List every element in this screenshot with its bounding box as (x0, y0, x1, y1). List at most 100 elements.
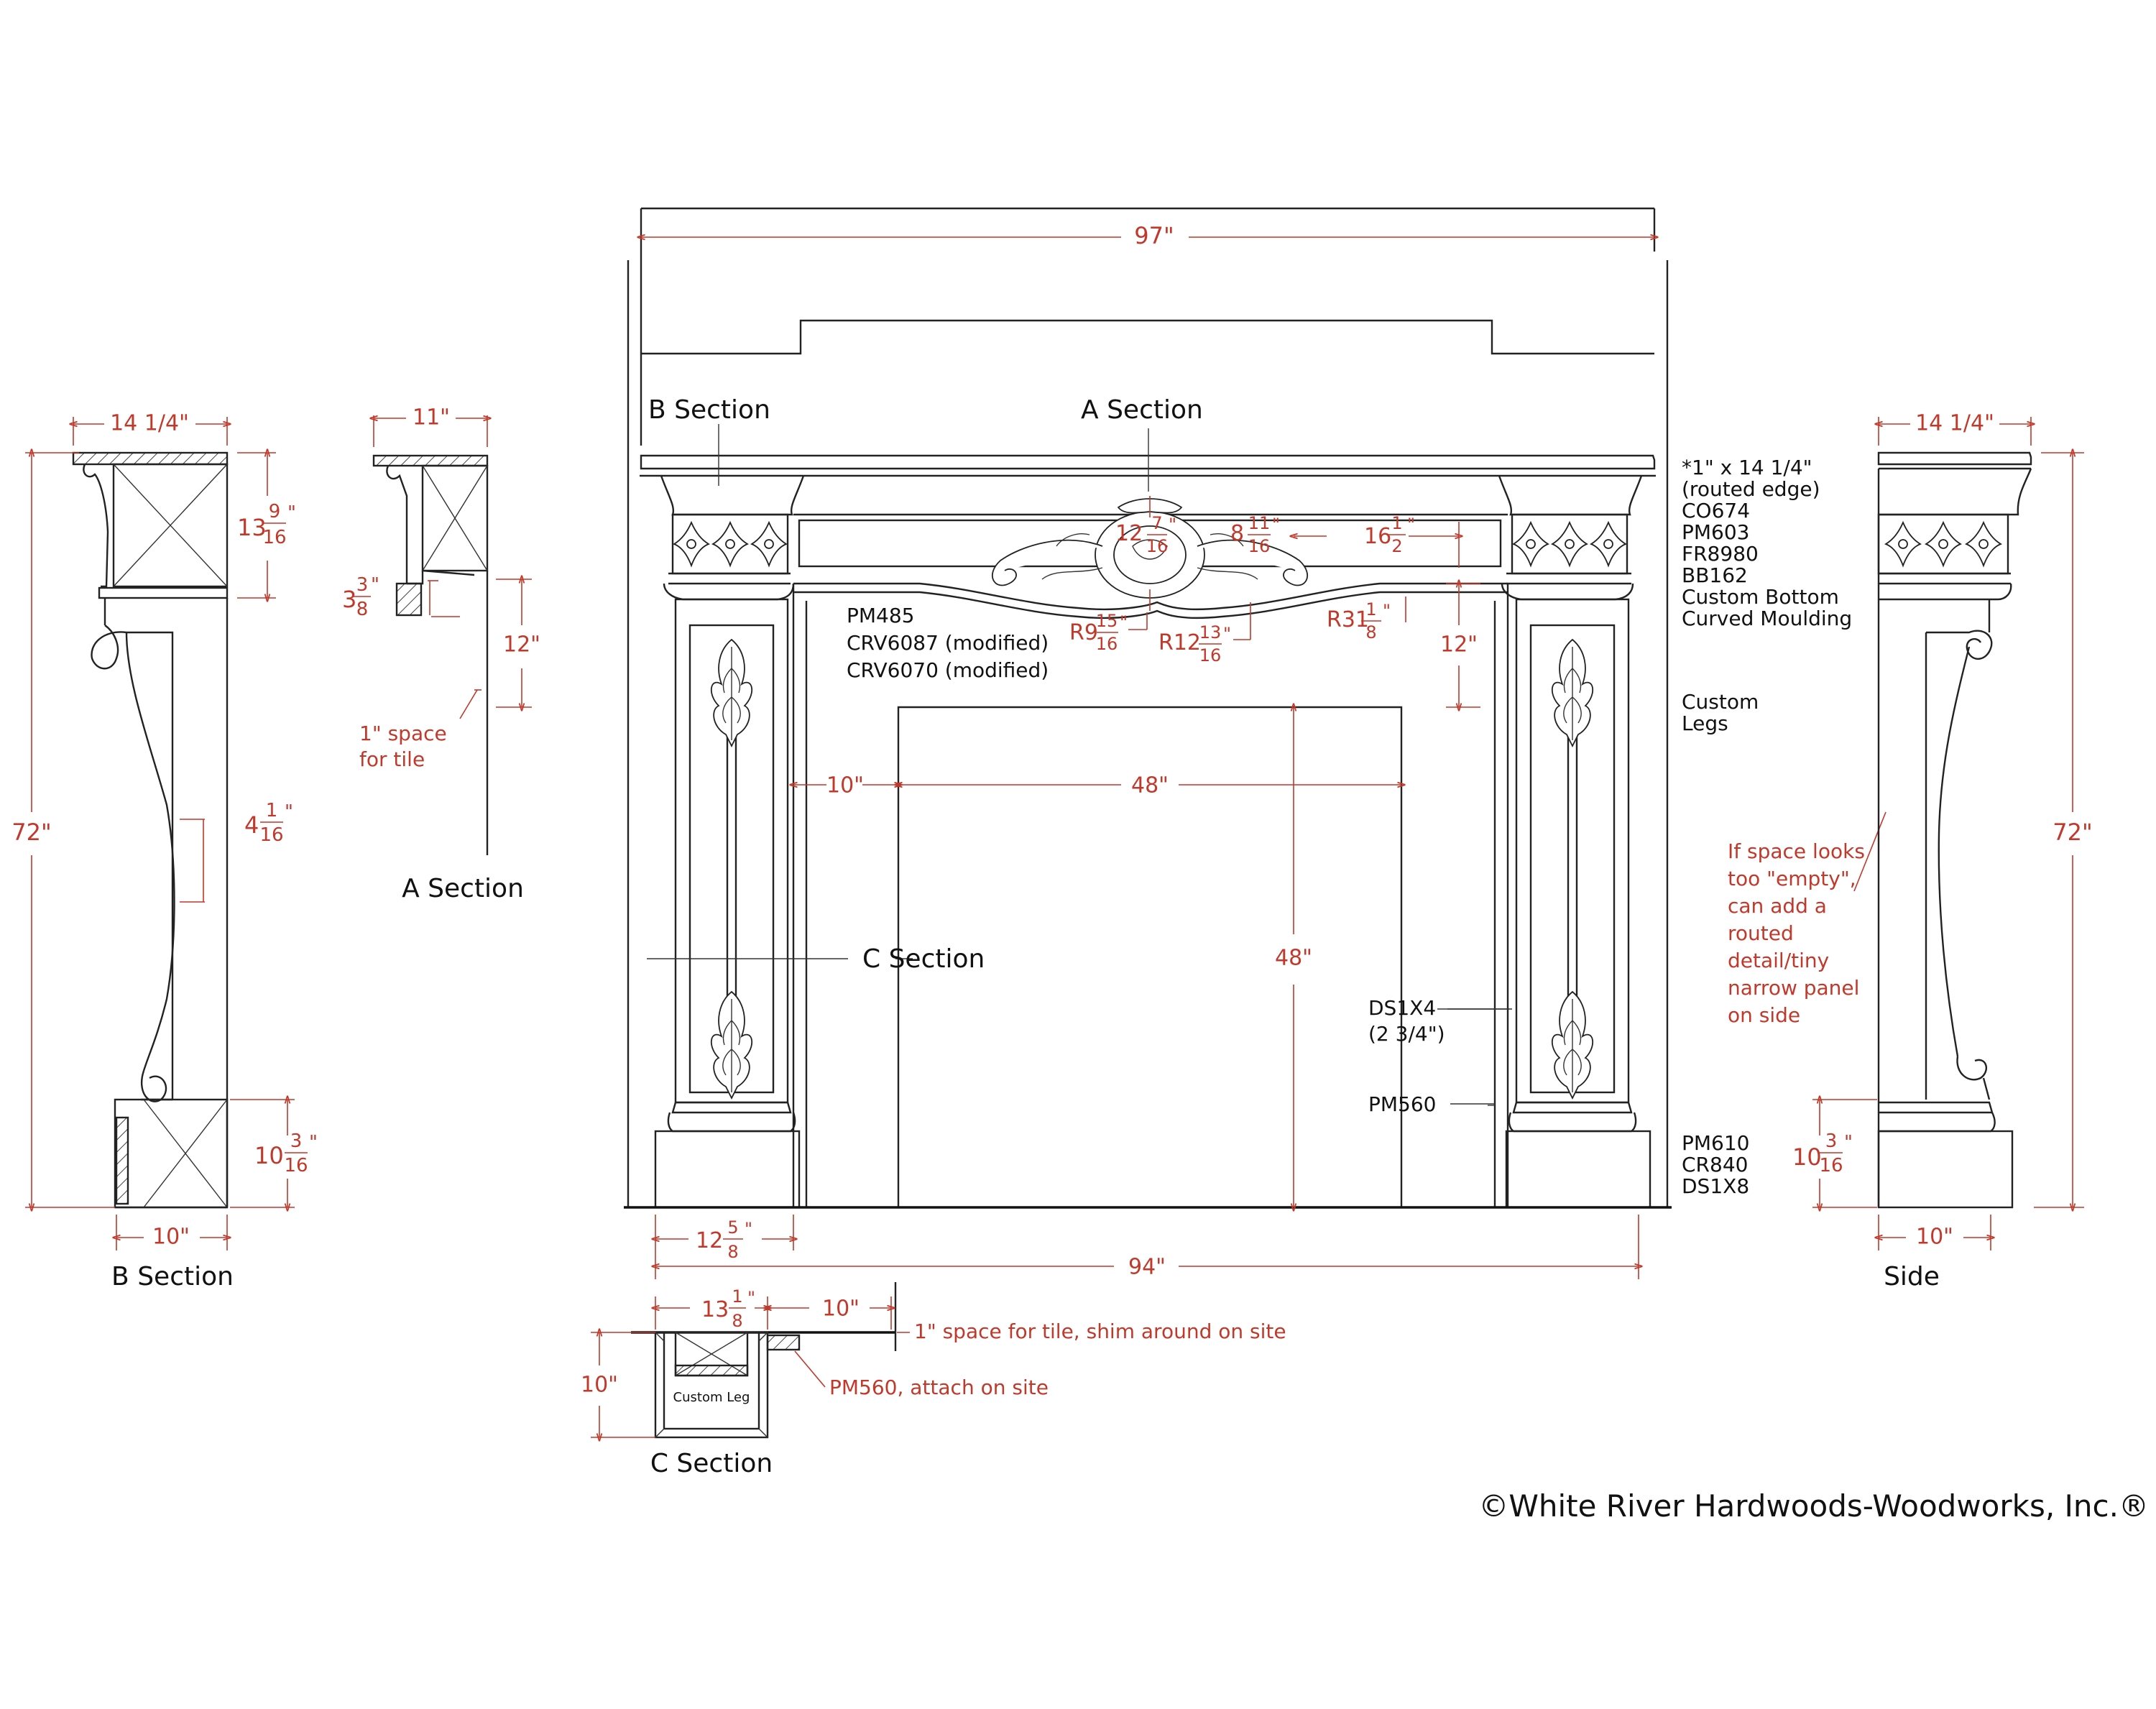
arc-chord-den: 2 (1391, 536, 1402, 556)
leg-width-whole: 12 (696, 1228, 723, 1253)
frieze-parts-1: CRV6087 (modified) (847, 631, 1049, 655)
capital-leaf-band-left (673, 522, 787, 566)
c-pm560-note: PM560, attach on site (829, 1376, 1049, 1399)
empty-note-5: narrow panel (1728, 976, 1859, 1000)
arc-chord-whole: 16 (1364, 524, 1391, 549)
frieze-parts-2: CRV6070 (modified) (847, 658, 1049, 682)
arc-radius-1-num: 7 (1151, 513, 1162, 533)
a-section-title-left: A Section (402, 874, 524, 903)
opening-height-label: 48" (1275, 946, 1312, 971)
legs-label-1: Legs (1682, 711, 1728, 735)
empty-note-3: routed (1728, 921, 1794, 945)
front-elevation (624, 207, 1672, 1209)
a-tile-note-2: for tile (359, 747, 425, 771)
arc-chord-num: 1 (1391, 513, 1402, 533)
b-width-label: 14 1/4" (110, 411, 189, 436)
b-cap-height-den: 16 (262, 527, 286, 548)
cap-parts-2: CO674 (1682, 499, 1750, 522)
a-section-dimensions: 11" 3 3 8 " 12" 1" space for tile (342, 405, 540, 772)
leg-acanthus-top-right (1551, 639, 1594, 747)
c-section-profile (631, 1282, 897, 1439)
svg-text:": " (1272, 515, 1280, 535)
svg-text:": " (287, 502, 296, 524)
radius-r31-num: 1 (1365, 599, 1376, 619)
frieze-parts-0: PM485 (847, 604, 915, 627)
svg-text:": " (1223, 624, 1231, 644)
b-depth-num: 1 (266, 800, 278, 821)
cap-parts-0: *1" x 14 1/4" (1682, 456, 1812, 479)
b-depth-whole: 4 (244, 811, 259, 839)
side-base-num: 3 (1825, 1130, 1838, 1152)
capital-leaf-band-right (1513, 522, 1626, 566)
leg-width-num: 5 (727, 1217, 738, 1238)
arc-radius-2-whole: 8 (1230, 521, 1244, 546)
svg-text:": " (1844, 1132, 1853, 1153)
radius-r9-den: 16 (1096, 634, 1118, 654)
empty-note-2: can add a (1728, 894, 1827, 918)
c-width1-den: 8 (732, 1311, 742, 1331)
c-width1-whole: 13 (701, 1297, 729, 1322)
side-view (1877, 451, 2032, 1209)
empty-note-6: on side (1728, 1003, 1800, 1027)
c-width1-num: 1 (732, 1286, 742, 1307)
cap-parts-6: Custom Bottom (1682, 585, 1839, 609)
overall-bottom-label: 94" (1128, 1255, 1166, 1280)
side-base-whole: 10 (1792, 1143, 1822, 1171)
frieze-cartouche (991, 498, 1309, 599)
side-height-label: 72" (2053, 819, 2092, 846)
empty-note-1: too "empty", (1728, 867, 1856, 890)
cap-parts-5: BB162 (1682, 563, 1748, 587)
radius-r12-num: 13 (1199, 622, 1222, 642)
c-height-label: 10" (581, 1373, 618, 1398)
a-lip-num: 3 (356, 574, 369, 596)
cap-parts-4: FR8980 (1682, 542, 1759, 566)
base-parts-1: CR840 (1682, 1153, 1748, 1176)
b-cap-height-whole: 13 (237, 514, 267, 541)
a-section-title-front: A Section (1081, 395, 1203, 425)
svg-text:": " (747, 1288, 755, 1308)
svg-text:": " (745, 1219, 752, 1239)
radius-r9-num: 15 (1096, 611, 1118, 631)
cap-parts-7: Curved Moulding (1682, 607, 1852, 630)
front-dimensions: 97" 12 7 16 " 8 11 16 " 16 1 2 " R9 15 1… (641, 222, 1654, 1280)
svg-text:": " (1407, 515, 1415, 535)
b-height-label: 72" (11, 819, 51, 846)
radius-r31-whole: R31 (1327, 607, 1369, 632)
leg-acanthus-bottom-right (1551, 991, 1594, 1099)
ds1x4-label: DS1X4 (1368, 996, 1436, 1020)
radius-r12-den: 16 (1199, 645, 1222, 665)
a-height-label: 12" (503, 632, 540, 658)
svg-text:": " (1120, 612, 1128, 632)
svg-text:": " (285, 801, 293, 823)
base-parts-0: PM610 (1682, 1131, 1750, 1155)
c-tile-note: 1" space for tile, shim around on site (914, 1319, 1286, 1343)
side-base-den: 16 (1819, 1155, 1843, 1176)
radius-r12-whole: R12 (1158, 630, 1201, 655)
a-section-profile (372, 454, 489, 855)
cap-parts-3: PM603 (1682, 520, 1750, 544)
legs-label-0: Custom (1682, 690, 1759, 714)
c-section-dimensions: 13 1 8 " 10" 10" (581, 1286, 910, 1437)
base-parts-2: DS1X8 (1682, 1174, 1749, 1198)
b-cap-height-num: 9 (269, 501, 281, 522)
b-section-title-left: B Section (111, 1262, 234, 1291)
svg-text:": " (309, 1132, 318, 1153)
svg-text:": " (371, 574, 379, 596)
empty-note-0: If space looks (1728, 839, 1865, 863)
arc-radius-1-den: 16 (1146, 536, 1169, 556)
overall-top-label: 97" (1134, 222, 1174, 249)
leg-acanthus-bottom-left (710, 991, 753, 1099)
c-width2-label: 10" (822, 1296, 860, 1322)
a-lip-den: 8 (356, 599, 369, 620)
opening-side-label: 10" (826, 773, 864, 798)
side-dimensions: 14 1/4" 72" 10 3 16 " 10" (1792, 411, 2093, 1250)
side-width-label: 14 1/4" (1915, 411, 1994, 436)
b-bottom-width: 10" (152, 1225, 190, 1250)
copyright: ©White River Hardwoods-Woodworks, Inc.® (1478, 1488, 2149, 1524)
pm560-label: PM560 (1368, 1092, 1437, 1116)
leg-acanthus-top-left (710, 639, 753, 747)
opening-width-label: 48" (1131, 773, 1169, 798)
b-base-num: 3 (290, 1130, 303, 1152)
side-title: Side (1884, 1262, 1940, 1291)
custom-leg-label: Custom Leg (673, 1390, 750, 1405)
